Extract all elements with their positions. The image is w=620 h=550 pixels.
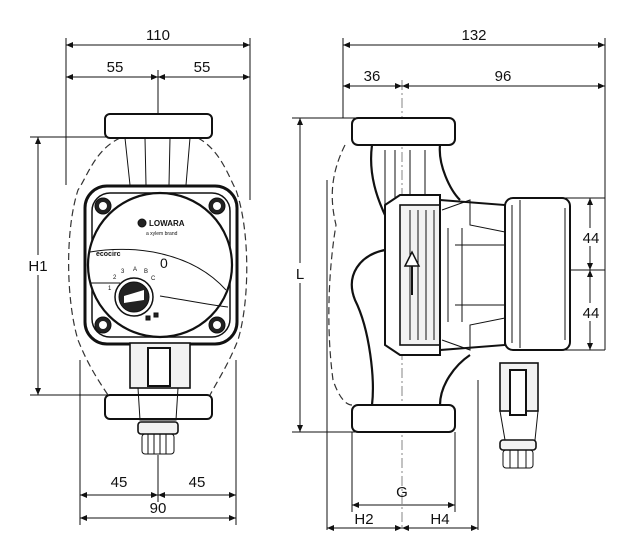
dim-36: 36 — [364, 68, 381, 85]
dim-h1: H1 — [28, 258, 47, 275]
speed-mark-1: 1 — [108, 286, 112, 292]
dim-l: L — [296, 266, 304, 283]
side-view: 132 36 96 L 44 44 G H2 H4 — [289, 27, 606, 531]
front-view: 110 55 55 H1 45 45 90 LOWARA a xylem bra… — [25, 25, 251, 525]
flow-arrow-icon — [403, 250, 421, 295]
speed-mark-a: A — [133, 267, 137, 273]
dim-44-upper: 44 — [583, 230, 600, 247]
dim-h2: H2 — [354, 511, 373, 528]
speed-mark-3: 3 — [121, 269, 125, 275]
speed-mark-b: B — [144, 269, 148, 275]
dim-45-right: 45 — [189, 474, 206, 491]
dim-55-left: 55 — [107, 59, 124, 76]
speed-mark-2: 2 — [113, 275, 117, 281]
lowara-logo-icon — [137, 218, 147, 228]
brand-tagline: a xylem brand — [146, 231, 178, 237]
dim-90: 90 — [150, 500, 167, 517]
speed-selector-knob[interactable] — [114, 277, 154, 317]
dim-g: G — [396, 484, 408, 501]
screw-icons — [94, 197, 226, 334]
dim-44-lower: 44 — [583, 305, 600, 322]
dim-45-left: 45 — [111, 474, 128, 491]
speed-mark-c: C — [151, 276, 156, 282]
dim-96: 96 — [495, 68, 512, 85]
brand-logo: LOWARA — [149, 219, 185, 228]
model-label: ecocirc — [96, 251, 121, 258]
dim-132: 132 — [461, 27, 486, 44]
dim-h4: H4 — [430, 511, 449, 528]
display-value: 0 — [160, 255, 168, 271]
dim-110: 110 — [146, 27, 170, 44]
dim-55-right: 55 — [194, 59, 211, 76]
